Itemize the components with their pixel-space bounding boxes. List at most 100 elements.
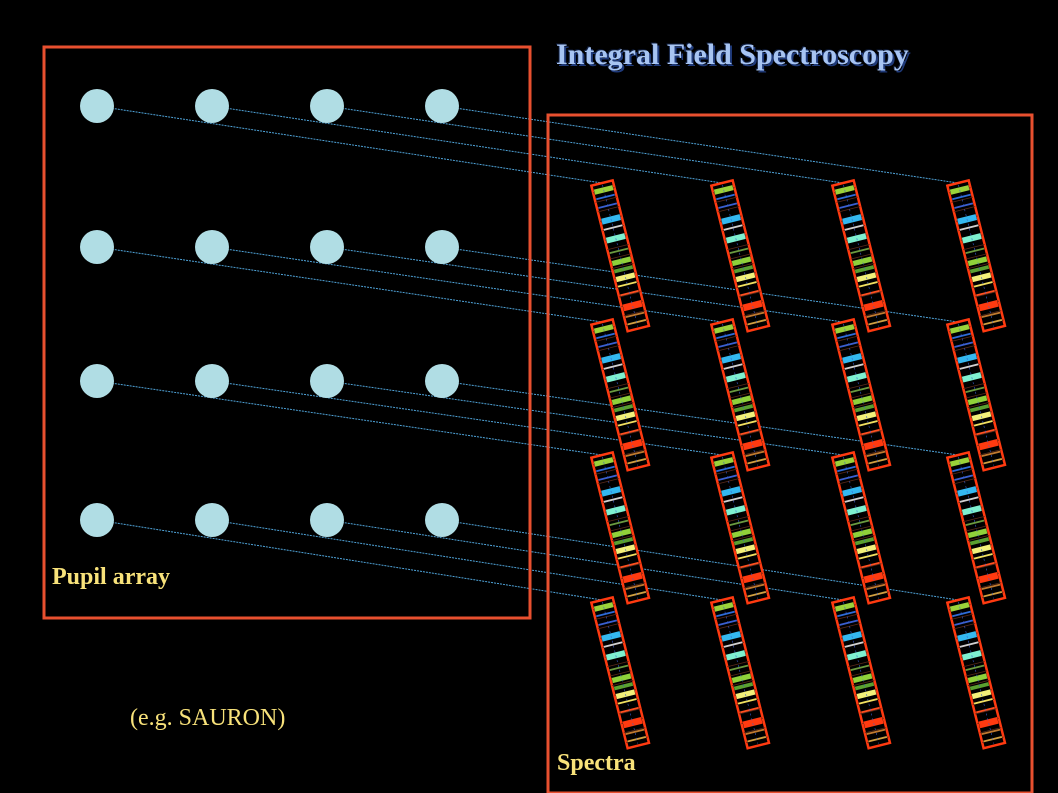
spectrum-band [959,641,979,648]
spectrum-tick [848,515,870,523]
spectrum-band [622,717,643,729]
spectrum-tick [607,515,629,523]
example-label: (e.g. SAURON) [130,705,286,731]
spectrum-tick [731,401,754,409]
spectrum-band [866,583,886,591]
spectrum-tick [611,401,634,409]
spectrum-border [709,595,771,750]
spectrum-tick [607,243,629,251]
spectrum-band [852,528,873,539]
spectrum-tick [974,430,997,437]
spectrum-band [837,465,856,473]
spectrum-band [959,363,979,370]
spectrum-center-line [602,323,639,466]
pupil-lens [425,503,459,537]
spectrum-band [611,528,632,539]
spectrum-border [830,178,892,333]
spectrum-tick [859,430,882,437]
spectrum-tick [738,563,761,570]
spectrum-strip [589,317,651,472]
spectrum-band [967,256,988,267]
spectrum-tick [623,727,646,734]
spectrum-tick [864,727,887,734]
spectrum-band [737,553,757,560]
spectrum-band [850,664,870,671]
spectrum-tick [729,670,752,677]
spectrum-band [863,300,884,312]
spectrum-tick [963,382,985,390]
spectrum-band [978,300,999,312]
spectrum-band [603,641,623,648]
pupil-lens [80,89,114,123]
spectrum-tick [850,670,873,677]
spectrum-band [742,439,763,451]
spectrum-tick [727,382,749,390]
spectrum-tick [864,310,887,317]
spectrum-border [830,317,892,472]
spectrum-band [981,583,1001,591]
spectrum-tick [859,291,882,298]
spectrum-band [603,363,623,370]
spectrum-band [723,496,743,503]
spectrum-tick [979,449,1002,456]
spectrum-band [609,247,629,254]
spectrum-strip [945,178,1007,333]
spectrum-tick [848,243,870,251]
pupil-lens [310,89,344,123]
pupil-lens [195,89,229,123]
spectrum-tick [729,392,752,399]
spectrum-tick [850,253,873,260]
spectrum-band [837,332,856,340]
spectrum-band [723,224,743,231]
spectrum-tick [859,563,882,570]
spectrum-band [596,193,615,201]
spectrum-band [858,698,878,705]
spectrum-band [973,698,993,705]
spectrum-tick [607,660,629,668]
spectrum-center-line [843,456,880,599]
spectrum-tick [979,582,1002,589]
spectrum-band [837,610,856,618]
spectrum-border [945,178,1007,333]
spectrum-band [863,572,884,584]
spectrum-tick [609,670,632,677]
spectrum-tick [731,679,754,687]
spectrum-tick [852,401,875,409]
spectrum-band [978,439,999,451]
pupil-lens [80,230,114,264]
spectrum-border [945,317,1007,472]
spectrum-band [844,496,864,503]
spectrum-band [737,281,757,288]
spectrum-band [737,698,757,705]
spectrum-tick [848,382,870,390]
spectrum-band [716,193,735,201]
spectrum-band [745,450,765,458]
spectrum-tick [727,660,749,668]
spectrum-band [596,610,615,618]
spectrum-band [611,256,632,267]
spectrum-strip [589,450,651,605]
spectrum-border [589,317,651,472]
spectrum-band [716,332,735,340]
spectrum-band [965,519,985,526]
pupil-lens [425,364,459,398]
spectrum-band [965,664,985,671]
spectrum-band [729,664,749,671]
spectrum-band [729,519,749,526]
spectrum-tick [738,430,761,437]
pupil-lens [425,230,459,264]
spectrum-border [945,595,1007,750]
spectrum-tick [731,534,754,542]
spectrum-band [731,256,752,267]
spectrum-strip [830,317,892,472]
spectrum-strip [709,450,771,605]
spectrum-tick [609,525,632,532]
spectrum-band [625,583,645,591]
pupil-lens [195,364,229,398]
spectrum-tick [963,515,985,523]
spectrum-tick [974,708,997,715]
spectrum-band [852,673,873,684]
pupil-lens [80,503,114,537]
spectrum-center-line [602,184,639,327]
